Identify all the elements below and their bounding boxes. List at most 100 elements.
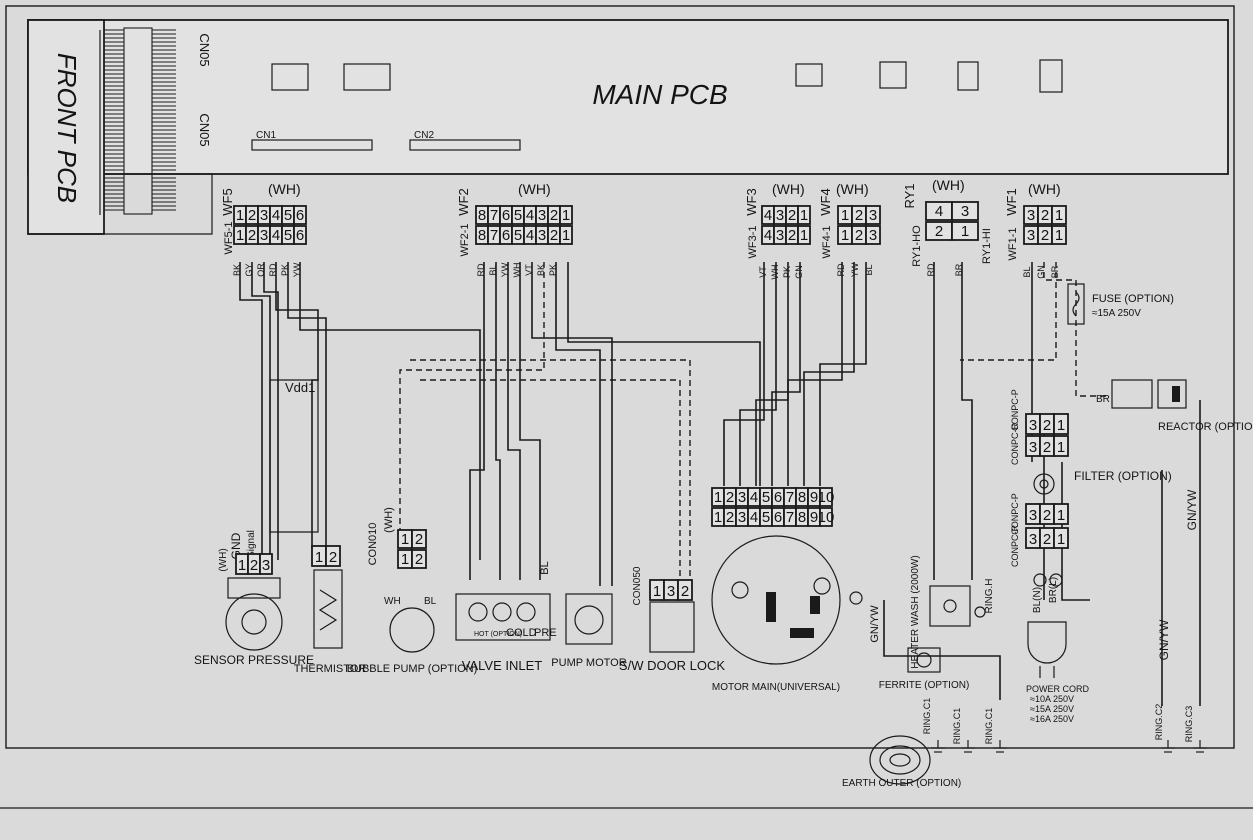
valve-inlet: HOT (OPTION) COLD PRE BL VALVE INLET — [455, 561, 557, 673]
wf3-pin-number: 2 — [788, 207, 796, 224]
bubble-pump-label: BUBBLE PUMP (OPTION) — [347, 663, 478, 675]
wf2-pin-number: 2 — [550, 227, 558, 244]
wf3-pin-cell — [797, 225, 811, 245]
motor-label: MOTOR MAIN(UNIVERSAL) — [712, 682, 840, 693]
wf1-wire-color: GN — [1036, 265, 1046, 279]
wf3-wire-color: VT — [758, 266, 768, 278]
ry1-pin-cell — [951, 201, 979, 221]
gn-yw-label-lower: GN/YW — [1157, 619, 1171, 660]
motor-pin-number: 4 — [750, 489, 758, 506]
wf5-pin-number: 5 — [284, 227, 292, 244]
power-bl-n: BL(N) — [1032, 587, 1043, 613]
cn05-connector-teeth — [123, 27, 176, 215]
wf1-pin-number: 3 — [1027, 207, 1035, 224]
motor-pin-cell — [819, 507, 833, 527]
wf2-pin-number: 2 — [550, 207, 558, 224]
wire-harness — [239, 262, 1201, 706]
main-pcb-title: MAIN PCB — [592, 79, 727, 110]
wf1-pin-cell — [1051, 205, 1067, 225]
wf3-sub-label: WF3-1 — [747, 226, 759, 259]
thermistor-pin-number: 2 — [329, 549, 337, 566]
power-rating-16a: ≈16A 250V — [1030, 714, 1074, 724]
filter-pin-number: 3 — [1029, 439, 1037, 456]
wf3-label: WF3 — [744, 188, 759, 215]
filter-label: FILTER (OPTION) — [1074, 469, 1172, 483]
wf5-label: WF5 — [220, 188, 235, 215]
reactor: BR REACTOR (OPTION) — [1096, 379, 1253, 433]
sensor-pin-number: 2 — [250, 557, 258, 574]
motor-pin-number: 6 — [774, 509, 782, 526]
bubble-wire-bl: BL — [424, 596, 437, 607]
wf2-pin-number: 5 — [514, 207, 522, 224]
motor-pin-number: 2 — [726, 509, 734, 526]
wf4-sub-label: WF4-1 — [821, 226, 833, 259]
wf2-pin-number: 8 — [478, 227, 486, 244]
wf2-wire-color: YW — [500, 262, 510, 277]
bubble-con-label: CON010 — [367, 523, 379, 566]
ry1-hi-label: RY1-HI — [981, 228, 993, 264]
earth-outer: EARTH OUTER (OPTION) — [842, 735, 961, 789]
wf3-wire-color: WH — [770, 265, 780, 280]
bubble-pin-number: 2 — [415, 551, 423, 568]
front-pcb-label: FRONT PCB — [52, 53, 82, 203]
wf5-pin-number: 4 — [272, 227, 280, 244]
cn2-label: CN2 — [414, 130, 434, 141]
wf4-wire-color: YW — [850, 262, 860, 277]
wf3-wire-color: PK — [782, 266, 792, 278]
wf4-wire-color: BL — [864, 264, 874, 275]
wf5-color: (WH) — [268, 181, 301, 197]
wf5-wire-color: PK — [280, 264, 290, 276]
wf5-pin-number: 3 — [260, 227, 268, 244]
motor-pin-number: 9 — [810, 489, 818, 506]
thermistor-pin-cell — [325, 545, 341, 567]
bubble-pin-number: 2 — [415, 531, 423, 548]
wf2-pin-number: 6 — [502, 207, 510, 224]
doorlock-pin-cell — [677, 579, 693, 601]
bubble-pin-cell — [411, 549, 427, 569]
pcb-small-headers — [271, 59, 1063, 93]
wf1-pin-cell — [1051, 225, 1067, 245]
wf5-wire-color: RD — [268, 263, 278, 276]
conpcb-p-top: CONPC-P — [1010, 389, 1020, 431]
door-lock-con-label: CON050 — [632, 566, 643, 605]
filter-pin-number: 1 — [1057, 439, 1065, 456]
filter-pin-number: 3 — [1029, 417, 1037, 434]
motor-pin-number: 10 — [818, 489, 835, 506]
wf1-wire-color: BR — [1050, 265, 1060, 278]
wf5-pin-number: 2 — [248, 207, 256, 224]
motor-pin-number: 4 — [750, 509, 758, 526]
doorlock-pin-number: 3 — [667, 583, 675, 600]
wf5-pin-number: 4 — [272, 207, 280, 224]
wf3-pin-number: 1 — [800, 207, 808, 224]
motor-pin-number: 9 — [810, 509, 818, 526]
wf4-label: WF4 — [818, 188, 833, 215]
power-cord: BL(N) BR(L) POWER CORD ≈10A 250V ≈15A 25… — [1026, 573, 1090, 724]
wf2-wire-color: RD — [476, 263, 486, 276]
wf2-pin-cell — [559, 205, 573, 225]
wf5-wire-color: YW — [292, 262, 302, 277]
filter-pin-number: 2 — [1043, 417, 1051, 434]
gnd-label: GND — [229, 532, 243, 559]
bubble-pin-number: 1 — [401, 551, 409, 568]
